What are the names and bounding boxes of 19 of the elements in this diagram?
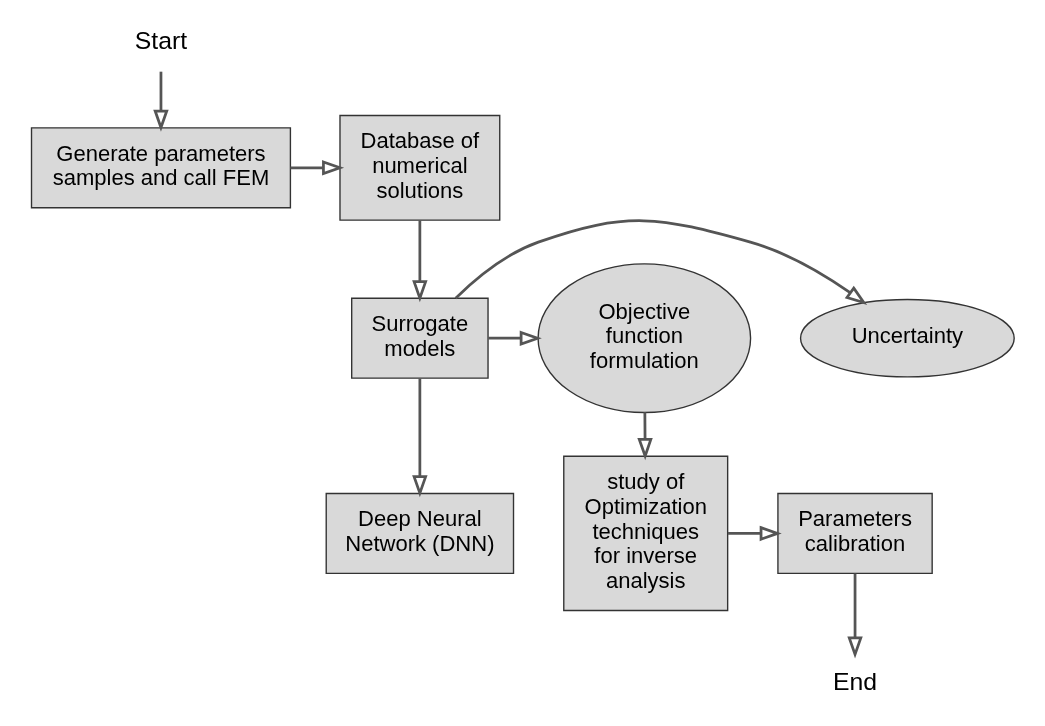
arrow: [727, 525, 782, 542]
arrow: [636, 412, 653, 461]
arrow: [411, 220, 428, 303]
node-ellipse: Objective function formulation: [536, 263, 751, 414]
node-ellipse: Uncertainty: [799, 298, 1015, 378]
arrow: [411, 378, 428, 498]
node-box: Database of numerical solutions: [338, 114, 500, 221]
node-box: Deep Neural Network (DNN): [325, 492, 514, 575]
arrow: [487, 330, 542, 346]
arrow: [454, 219, 867, 305]
node-text: Start: [134, 26, 187, 54]
node-text: End: [832, 667, 877, 695]
arrow: [152, 71, 169, 132]
arrow: [289, 160, 344, 176]
node-box: study of Optimization techniques for inverse analysis: [562, 455, 728, 612]
node-box: Generate parameters samples and call FEM: [30, 127, 291, 209]
node-box: Surrogate models: [350, 297, 489, 379]
arrow: [846, 573, 863, 659]
node-box: Parameters calibration: [776, 492, 933, 575]
